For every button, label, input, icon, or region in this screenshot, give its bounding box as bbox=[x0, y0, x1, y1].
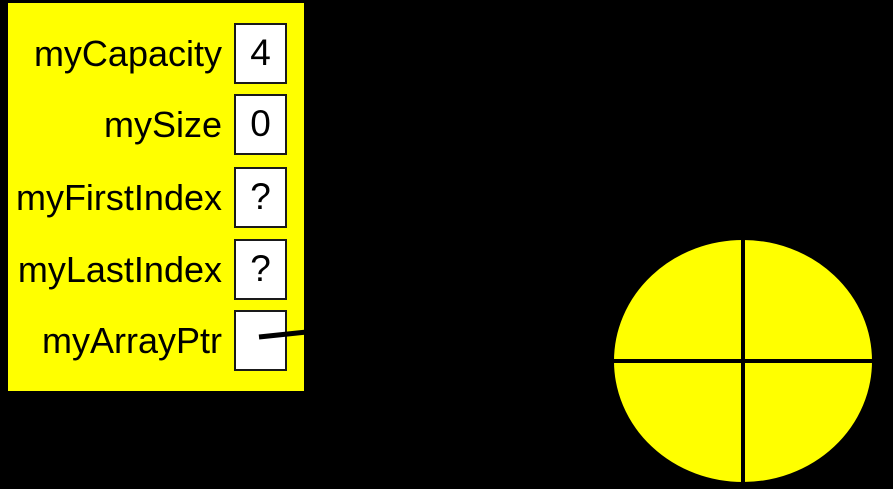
circle-body bbox=[612, 238, 874, 484]
field-label-myarrayptr: myArrayPtr bbox=[42, 320, 222, 361]
field-value-box-myfirstindex: ? bbox=[234, 167, 287, 228]
field-label-mysize: mySize bbox=[103, 104, 222, 145]
field-row-mysize: mySize 0 bbox=[8, 94, 304, 155]
object-state-panel: myCapacity 4 mySize 0 myFirstIndex ? myL… bbox=[5, 0, 307, 394]
field-value-box-mysize: 0 bbox=[234, 94, 287, 155]
field-row-mylastindex: myLastIndex ? bbox=[8, 239, 304, 300]
circular-array-circle bbox=[612, 238, 874, 484]
field-label-mycapacity: myCapacity bbox=[33, 33, 222, 74]
field-row-mycapacity: myCapacity 4 bbox=[8, 23, 304, 84]
field-label-myfirstindex: myFirstIndex bbox=[15, 177, 222, 218]
field-label-mylastindex: myLastIndex bbox=[17, 249, 222, 290]
field-row-myfirstindex: myFirstIndex ? bbox=[8, 167, 304, 228]
field-value-box-myarrayptr bbox=[234, 310, 287, 371]
field-value-box-mylastindex: ? bbox=[234, 239, 287, 300]
field-row-myarrayptr: myArrayPtr bbox=[8, 310, 304, 371]
field-value-box-mycapacity: 4 bbox=[234, 23, 287, 84]
